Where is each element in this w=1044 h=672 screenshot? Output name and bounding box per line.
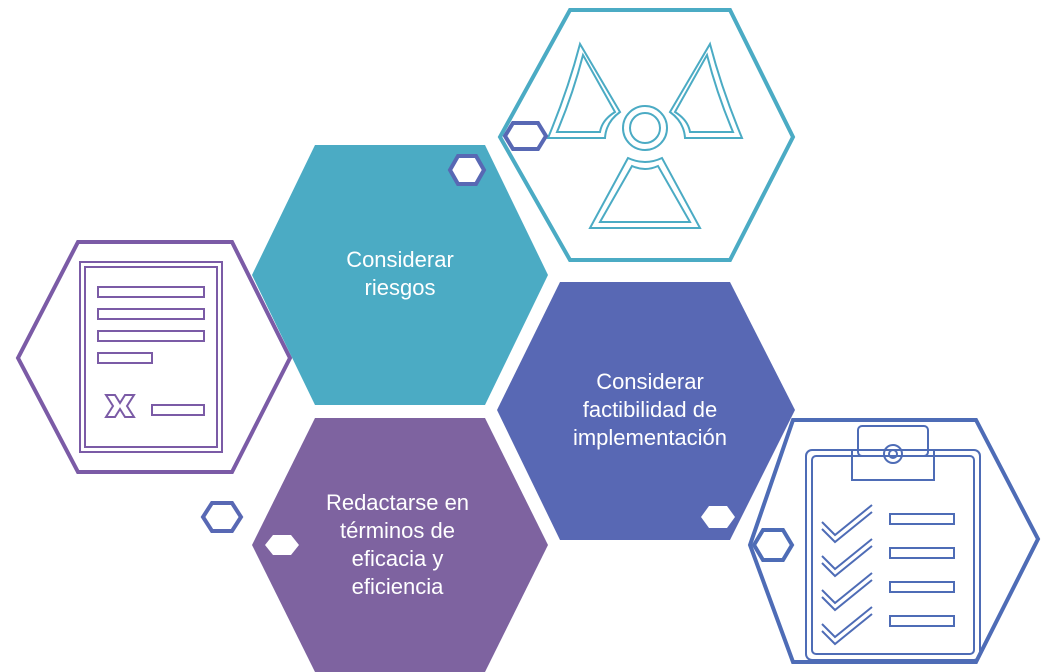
small-hex-factibilidad: [701, 506, 735, 528]
checklist-hexagon: [747, 418, 1041, 664]
hex-redactarse: [252, 418, 548, 672]
radiation-hexagon: [497, 8, 796, 262]
small-hex-radiation: [502, 121, 549, 151]
small-hex-checklist: [751, 528, 795, 562]
hex-considerar-factibilidad: [497, 282, 795, 540]
radiation-icon: [546, 41, 744, 229]
hex-label-considerar-riesgos: Considerar riesgos: [346, 247, 454, 300]
clipboard-checklist-icon: [805, 425, 981, 661]
document-hexagon: [15, 240, 293, 474]
hex-label-considerar-factibilidad: Considerar factibilidad de implementació…: [572, 369, 728, 450]
small-hex-redactarse: [265, 535, 299, 555]
hex-considerar-riesgos: [252, 145, 548, 405]
small-hex-left: [200, 501, 244, 533]
small-hex-riesgos: [447, 154, 487, 186]
document-reject-icon: [79, 261, 223, 453]
hex-label-redactarse: Redactarse en términos de eficacia y efi…: [325, 490, 470, 599]
